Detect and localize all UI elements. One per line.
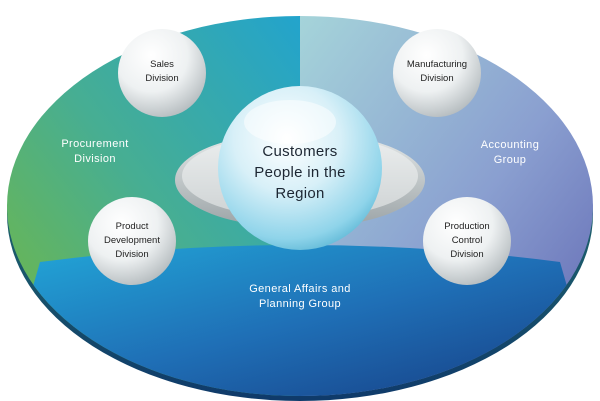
sales-label-line2: Division bbox=[145, 72, 179, 84]
procurement-label-line1: Procurement bbox=[61, 138, 129, 150]
product-development-label-line1: Product bbox=[115, 221, 149, 232]
general-affairs-label-line2: Planning Group bbox=[258, 297, 342, 310]
production-control-label: Production Control Division bbox=[422, 220, 512, 261]
sales-label-line1: Sales bbox=[150, 59, 174, 70]
procurement-label-line2: Division bbox=[74, 152, 116, 165]
procurement-label: Procurement Division bbox=[40, 137, 150, 167]
manufacturing-label-line2: Division bbox=[420, 72, 454, 84]
customers-label-line3: Region bbox=[275, 185, 325, 202]
production-control-bubble bbox=[423, 197, 511, 285]
sales-bubble bbox=[118, 29, 206, 117]
product-development-label-line2: Development bbox=[104, 234, 160, 246]
accounting-label-line2: Group bbox=[493, 153, 527, 166]
sphere-glare bbox=[244, 100, 336, 144]
production-control-label-line3: Division bbox=[450, 248, 484, 260]
general-affairs-segment bbox=[7, 245, 593, 396]
product-development-label-line3: Division bbox=[115, 248, 149, 260]
manufacturing-label: Manufacturing Division bbox=[392, 58, 482, 86]
customers-label: Customers People in the Region bbox=[230, 141, 370, 204]
production-control-label-line2: Control bbox=[451, 234, 483, 246]
sales-label: Sales Division bbox=[122, 58, 202, 86]
product-development-bubble bbox=[88, 197, 176, 285]
production-control-label-line1: Production bbox=[444, 221, 490, 232]
customers-label-line2: People in the bbox=[254, 164, 346, 181]
accounting-label-line1: Accounting bbox=[480, 139, 540, 151]
manufacturing-bubble bbox=[393, 29, 481, 117]
general-affairs-label-line1: General Affairs and bbox=[249, 283, 351, 295]
general-affairs-label: General Affairs and Planning Group bbox=[220, 282, 380, 312]
manufacturing-label-line1: Manufacturing bbox=[406, 59, 468, 70]
product-development-label: Product Development Division bbox=[87, 220, 177, 261]
accounting-label: Accounting Group bbox=[455, 138, 565, 168]
customers-label-line1: Customers bbox=[262, 143, 338, 160]
